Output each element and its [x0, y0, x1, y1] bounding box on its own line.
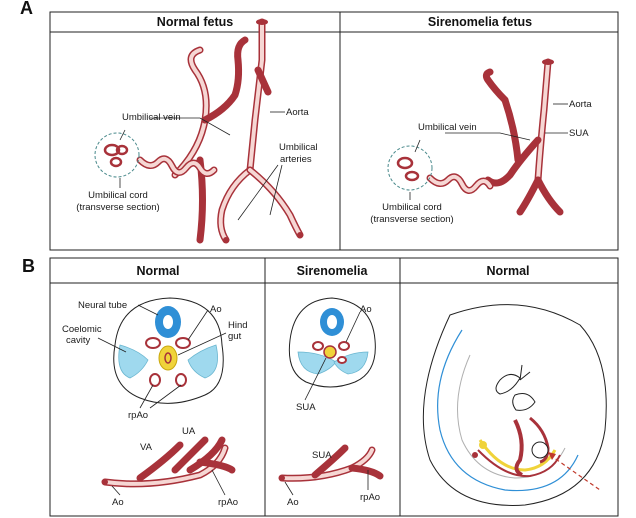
- hindgut-label-2: gut: [228, 331, 242, 342]
- normal-cross-section: [114, 298, 223, 403]
- neural-tube-label: Neural tube: [78, 300, 127, 311]
- sirenomelia-umbilical-vein-label: Umbilical vein: [418, 122, 477, 133]
- sirenomelia-aorta-label: Aorta: [569, 99, 592, 110]
- panel-b-col3-title: Normal: [486, 264, 529, 278]
- hindgut-label-1: Hind: [228, 320, 248, 331]
- normal-bottom-rpao-label: rpAo: [218, 497, 238, 508]
- normal-rpao-label: rpAo: [128, 410, 148, 421]
- sirenomelia-ao-label: Ao: [360, 304, 372, 315]
- panel-a-letter: A: [20, 0, 33, 18]
- panel-b-col1-title: Normal: [136, 264, 179, 278]
- sirenomelia-bottom-sua-label: SUA: [312, 450, 332, 461]
- coelomic-label-2: cavity: [66, 335, 91, 346]
- sirenomelia-bottom-rpao-label: rpAo: [360, 492, 380, 503]
- sirenomelia-sua-cross-label: SUA: [296, 402, 316, 413]
- normal-fetus-title: Normal fetus: [157, 15, 233, 29]
- normal-aorta-label: Aorta: [286, 107, 309, 118]
- sirenomelia-fetus-vessels: [388, 59, 560, 212]
- coelomic-label-1: Coelomic: [62, 324, 102, 335]
- normal-umbilical-vein-label: Umbilical vein: [122, 112, 181, 123]
- sirenomelia-cord-label-2: (transverse section): [370, 214, 453, 225]
- va-label: VA: [140, 442, 153, 453]
- normal-umbilical-arteries-label-2: arteries: [280, 154, 312, 165]
- normal-bottom-ao-label: Ao: [112, 497, 124, 508]
- sirenomelia-bottom-ao-label: Ao: [287, 497, 299, 508]
- normal-ao-label: Ao: [210, 304, 222, 315]
- panel-a-frame: [50, 12, 618, 250]
- panel-b-letter: B: [22, 256, 35, 276]
- normal-cord-label-1: Umbilical cord: [88, 190, 148, 201]
- embryo-sagittal-diagram: [423, 305, 606, 506]
- sirenomelia-cord-label-1: Umbilical cord: [382, 202, 442, 213]
- normal-cord-label-2: (transverse section): [76, 202, 159, 213]
- sirenomelia-sua-label: SUA: [569, 128, 589, 139]
- sirenomelia-fetus-title: Sirenomelia fetus: [428, 15, 532, 29]
- normal-bottom-vessels: [102, 440, 232, 485]
- panel-b-col2-title: Sirenomelia: [297, 264, 369, 278]
- ua-label: UA: [182, 426, 196, 437]
- normal-umbilical-arteries-label-1: Umbilical: [279, 142, 318, 153]
